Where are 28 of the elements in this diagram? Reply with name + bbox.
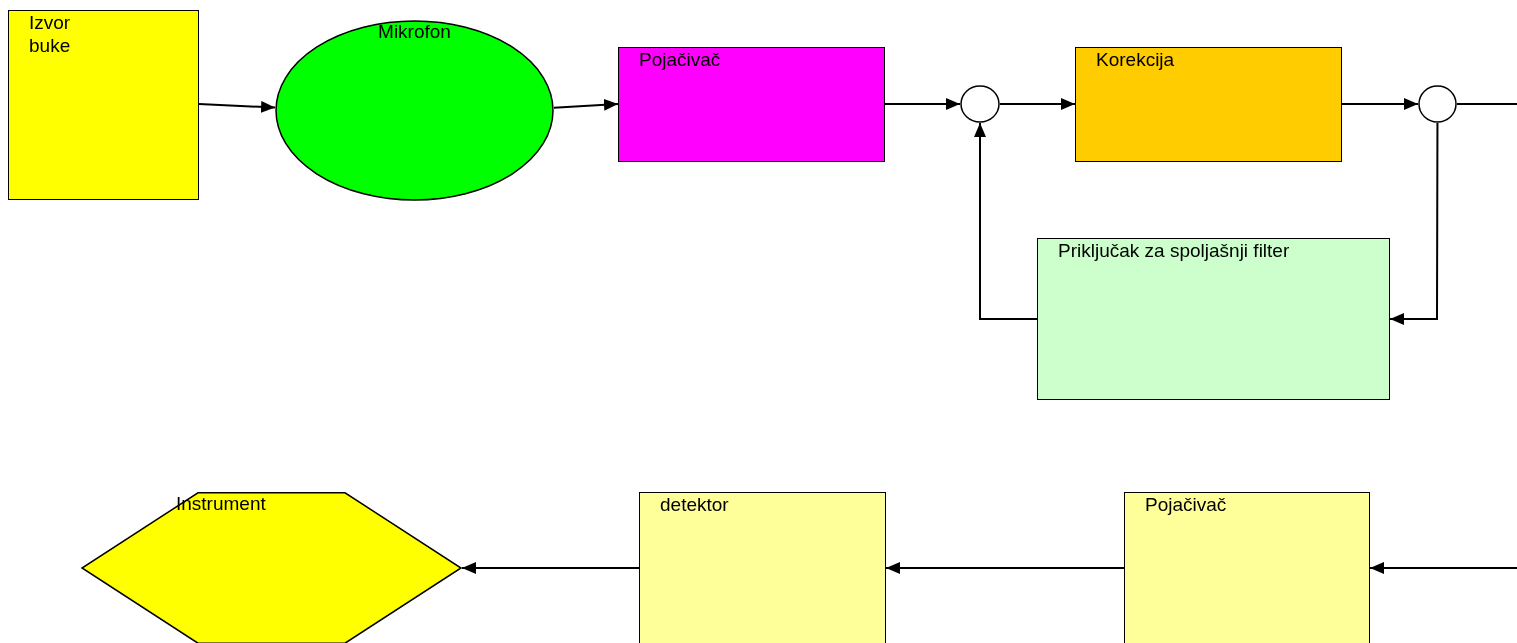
node-label: Pojačivač <box>639 48 722 71</box>
node-label: Instrument <box>176 492 267 515</box>
arrow <box>1341 98 1419 110</box>
node-label: Priključak za spoljašnji filter <box>1058 239 1291 262</box>
node-label: Korekcija <box>1096 48 1176 71</box>
process-box <box>639 492 886 643</box>
arrow <box>885 562 1125 574</box>
process-box <box>1037 238 1390 400</box>
instrument-hexagon <box>81 492 462 643</box>
process-ellipse <box>275 20 554 201</box>
summing-junction-circle <box>1418 85 1457 123</box>
process-box <box>1124 492 1370 643</box>
arrow <box>884 98 961 110</box>
process-box <box>8 10 199 200</box>
arrow <box>461 562 640 574</box>
process-box <box>618 47 885 162</box>
node-label: Izvor buke <box>29 11 72 57</box>
node-label: detektor <box>660 493 730 516</box>
arrow <box>198 100 277 113</box>
node-label: Mikrofon <box>377 20 452 43</box>
arrow <box>1389 122 1439 325</box>
node-label: Pojačivač <box>1145 493 1228 516</box>
arrow <box>974 122 1038 320</box>
arrow <box>999 98 1076 110</box>
summing-junction-circle <box>960 85 1000 123</box>
arrow <box>1369 562 1517 574</box>
process-box <box>1075 47 1342 162</box>
arrow <box>552 98 619 111</box>
